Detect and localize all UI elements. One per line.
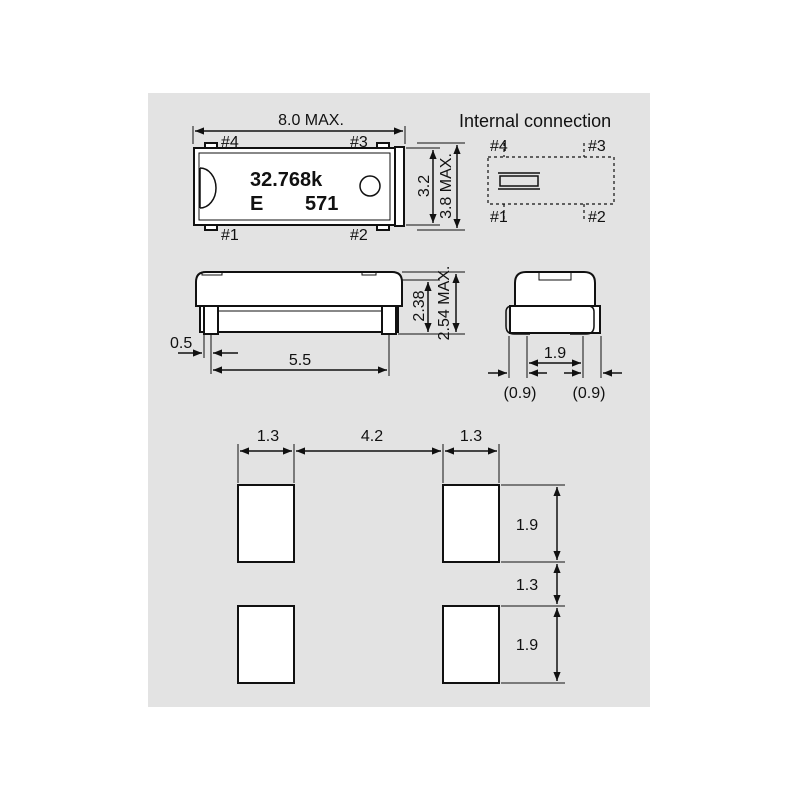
pad-top-left <box>237 484 295 563</box>
orientation-notch <box>199 167 217 209</box>
ic-pin4-label: #4 <box>490 138 508 155</box>
crystal-symbol <box>499 175 539 187</box>
side-view: 2.38 2.54 MAX. 0.5 5.5 <box>170 266 465 376</box>
top-pin2-label: #2 <box>350 227 368 244</box>
body-width-label: 3.2 <box>416 175 433 197</box>
ic-pin3-label: #3 <box>588 138 606 155</box>
end-inner-span-label: 1.9 <box>544 345 566 362</box>
marking-frequency: 32.768k <box>250 169 323 191</box>
pad-bottom-left <box>237 605 295 684</box>
pin1-dot <box>359 175 381 197</box>
connection-outline <box>487 156 615 205</box>
body-height-label: 2.38 <box>411 290 428 321</box>
pad-bottom-right <box>442 605 500 684</box>
package-top-outline <box>193 147 396 226</box>
top-pin3-label: #3 <box>350 134 368 151</box>
overall-width-label: 3.8 MAX. <box>438 153 455 219</box>
pad-width-right-label: 1.3 <box>460 428 482 445</box>
pad-row-gap-label: 1.3 <box>516 577 538 594</box>
end-right-lead-label: (0.9) <box>573 385 606 402</box>
package-end-outline <box>514 271 596 307</box>
ic-pin2-label: #2 <box>588 209 606 226</box>
footprint-view: 1.3 4.2 1.3 1.9 1.3 1.9 <box>237 428 565 684</box>
package-side-outline <box>195 271 403 307</box>
pad-width-left-label: 1.3 <box>257 428 279 445</box>
pad-height-top-label: 1.9 <box>516 517 538 534</box>
lead-width-label: 0.5 <box>170 335 192 352</box>
end-left-lead-label: (0.9) <box>504 385 537 402</box>
overall-length-label: 8.0 MAX. <box>278 112 344 129</box>
marking-code-number: 571 <box>305 193 338 215</box>
ic-pin1-label: #1 <box>490 209 508 226</box>
lead-pitch-label: 5.5 <box>289 352 311 369</box>
marking-code-letter: E <box>250 193 263 215</box>
overall-height-label: 2.54 MAX. <box>436 266 453 341</box>
pad-height-bottom-label: 1.9 <box>516 637 538 654</box>
end-view: 1.9 (0.9) (0.9) <box>488 271 622 402</box>
top-pin4-label: #4 <box>221 134 239 151</box>
pad-top-right <box>442 484 500 563</box>
internal-connection-view: Internal connection #4 #3 #1 #2 <box>459 111 615 226</box>
top-pin1-label: #1 <box>221 227 239 244</box>
top-view: 8.0 MAX. 32.768k E 571 #4 #3 #1 #2 3.2 3… <box>192 112 465 244</box>
internal-connection-title: Internal connection <box>459 111 611 131</box>
pad-gap-label: 4.2 <box>361 428 383 445</box>
